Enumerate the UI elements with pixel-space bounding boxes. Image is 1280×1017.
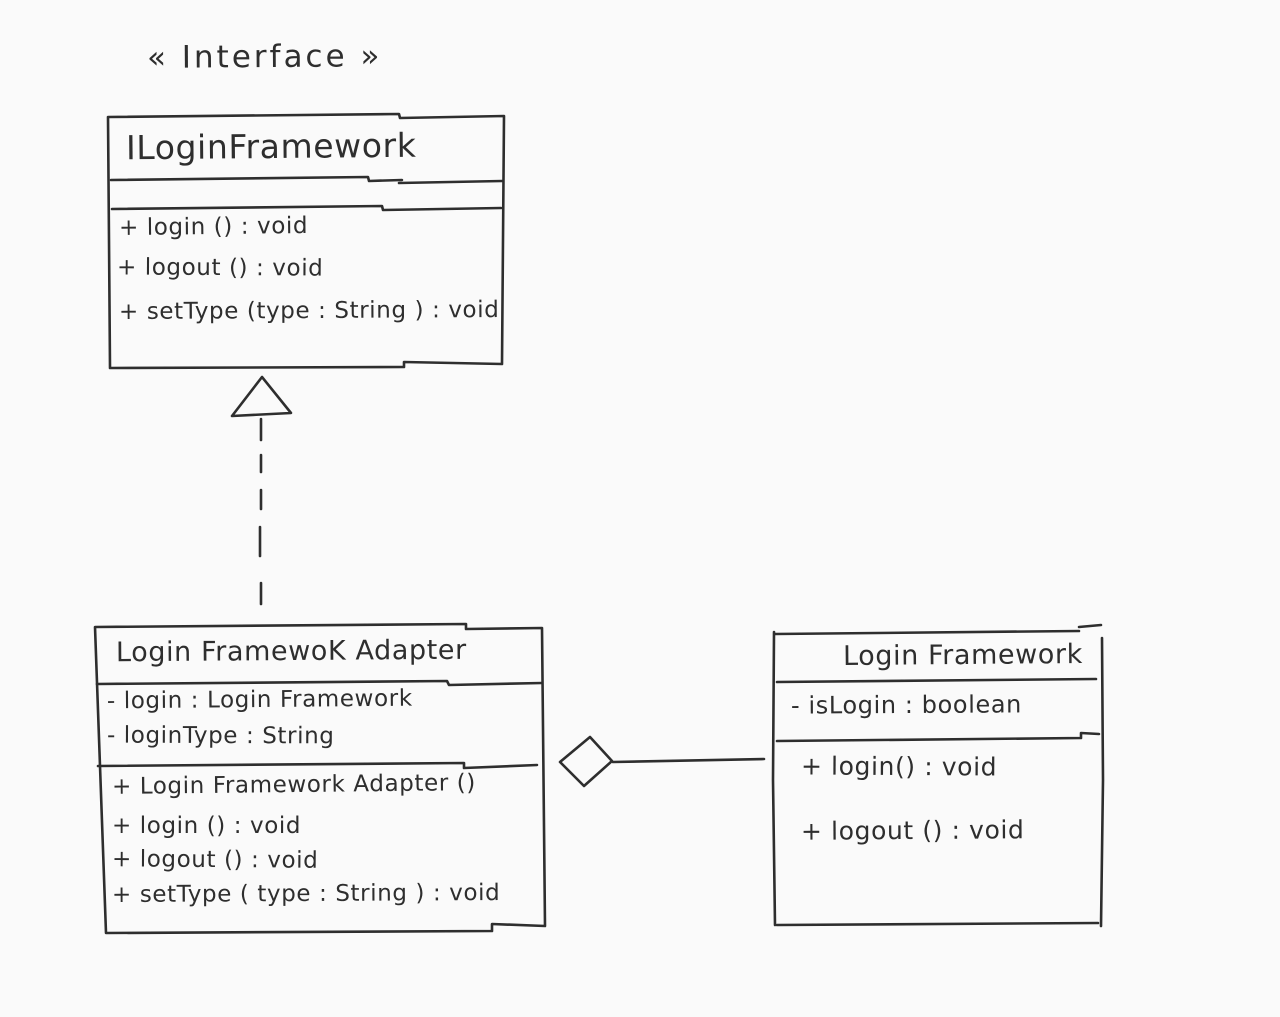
- interface-class-node[interactable]: ILoginFramework + login () : void + logo…: [106, 114, 508, 370]
- framework-class-node[interactable]: Login Framework - isLogin : boolean + lo…: [773, 626, 1104, 926]
- interface-class-box-outline[interactable]: [106, 112, 506, 370]
- adapter-class-node[interactable]: Login FramewoK Adapter - login : Login F…: [94, 625, 546, 935]
- method-line: + logout () : void: [111, 846, 319, 874]
- class-title: Login Framework: [842, 638, 1084, 673]
- method-line: + setType ( type : String ) : void: [111, 879, 501, 909]
- class-title: ILoginFramework: [125, 125, 417, 168]
- method-line: + logout () : void: [800, 815, 1025, 846]
- adapter-class-box-outline[interactable]: [93, 622, 547, 935]
- attribute-line: - login : Login Framework: [106, 685, 413, 715]
- method-line: + Login Framework Adapter (): [111, 770, 477, 800]
- attribute-line: - loginType : String: [106, 722, 335, 750]
- realization-arrow[interactable]: [230, 375, 293, 606]
- class-title: Login FramewoK Adapter: [115, 634, 467, 669]
- framework-class-box-outline[interactable]: [771, 623, 1105, 928]
- interface-stereotype-label: « Interface »: [146, 38, 383, 76]
- aggregation-connector[interactable]: [558, 735, 766, 788]
- method-line: + login () : void: [118, 213, 309, 241]
- method-line: + login () : void: [112, 813, 302, 839]
- attribute-line: - isLogin : boolean: [790, 690, 1022, 720]
- method-line: + setType (type : String ) : void: [118, 297, 500, 325]
- method-line: + login() : void: [800, 751, 998, 782]
- method-line: + logout () : void: [116, 254, 324, 282]
